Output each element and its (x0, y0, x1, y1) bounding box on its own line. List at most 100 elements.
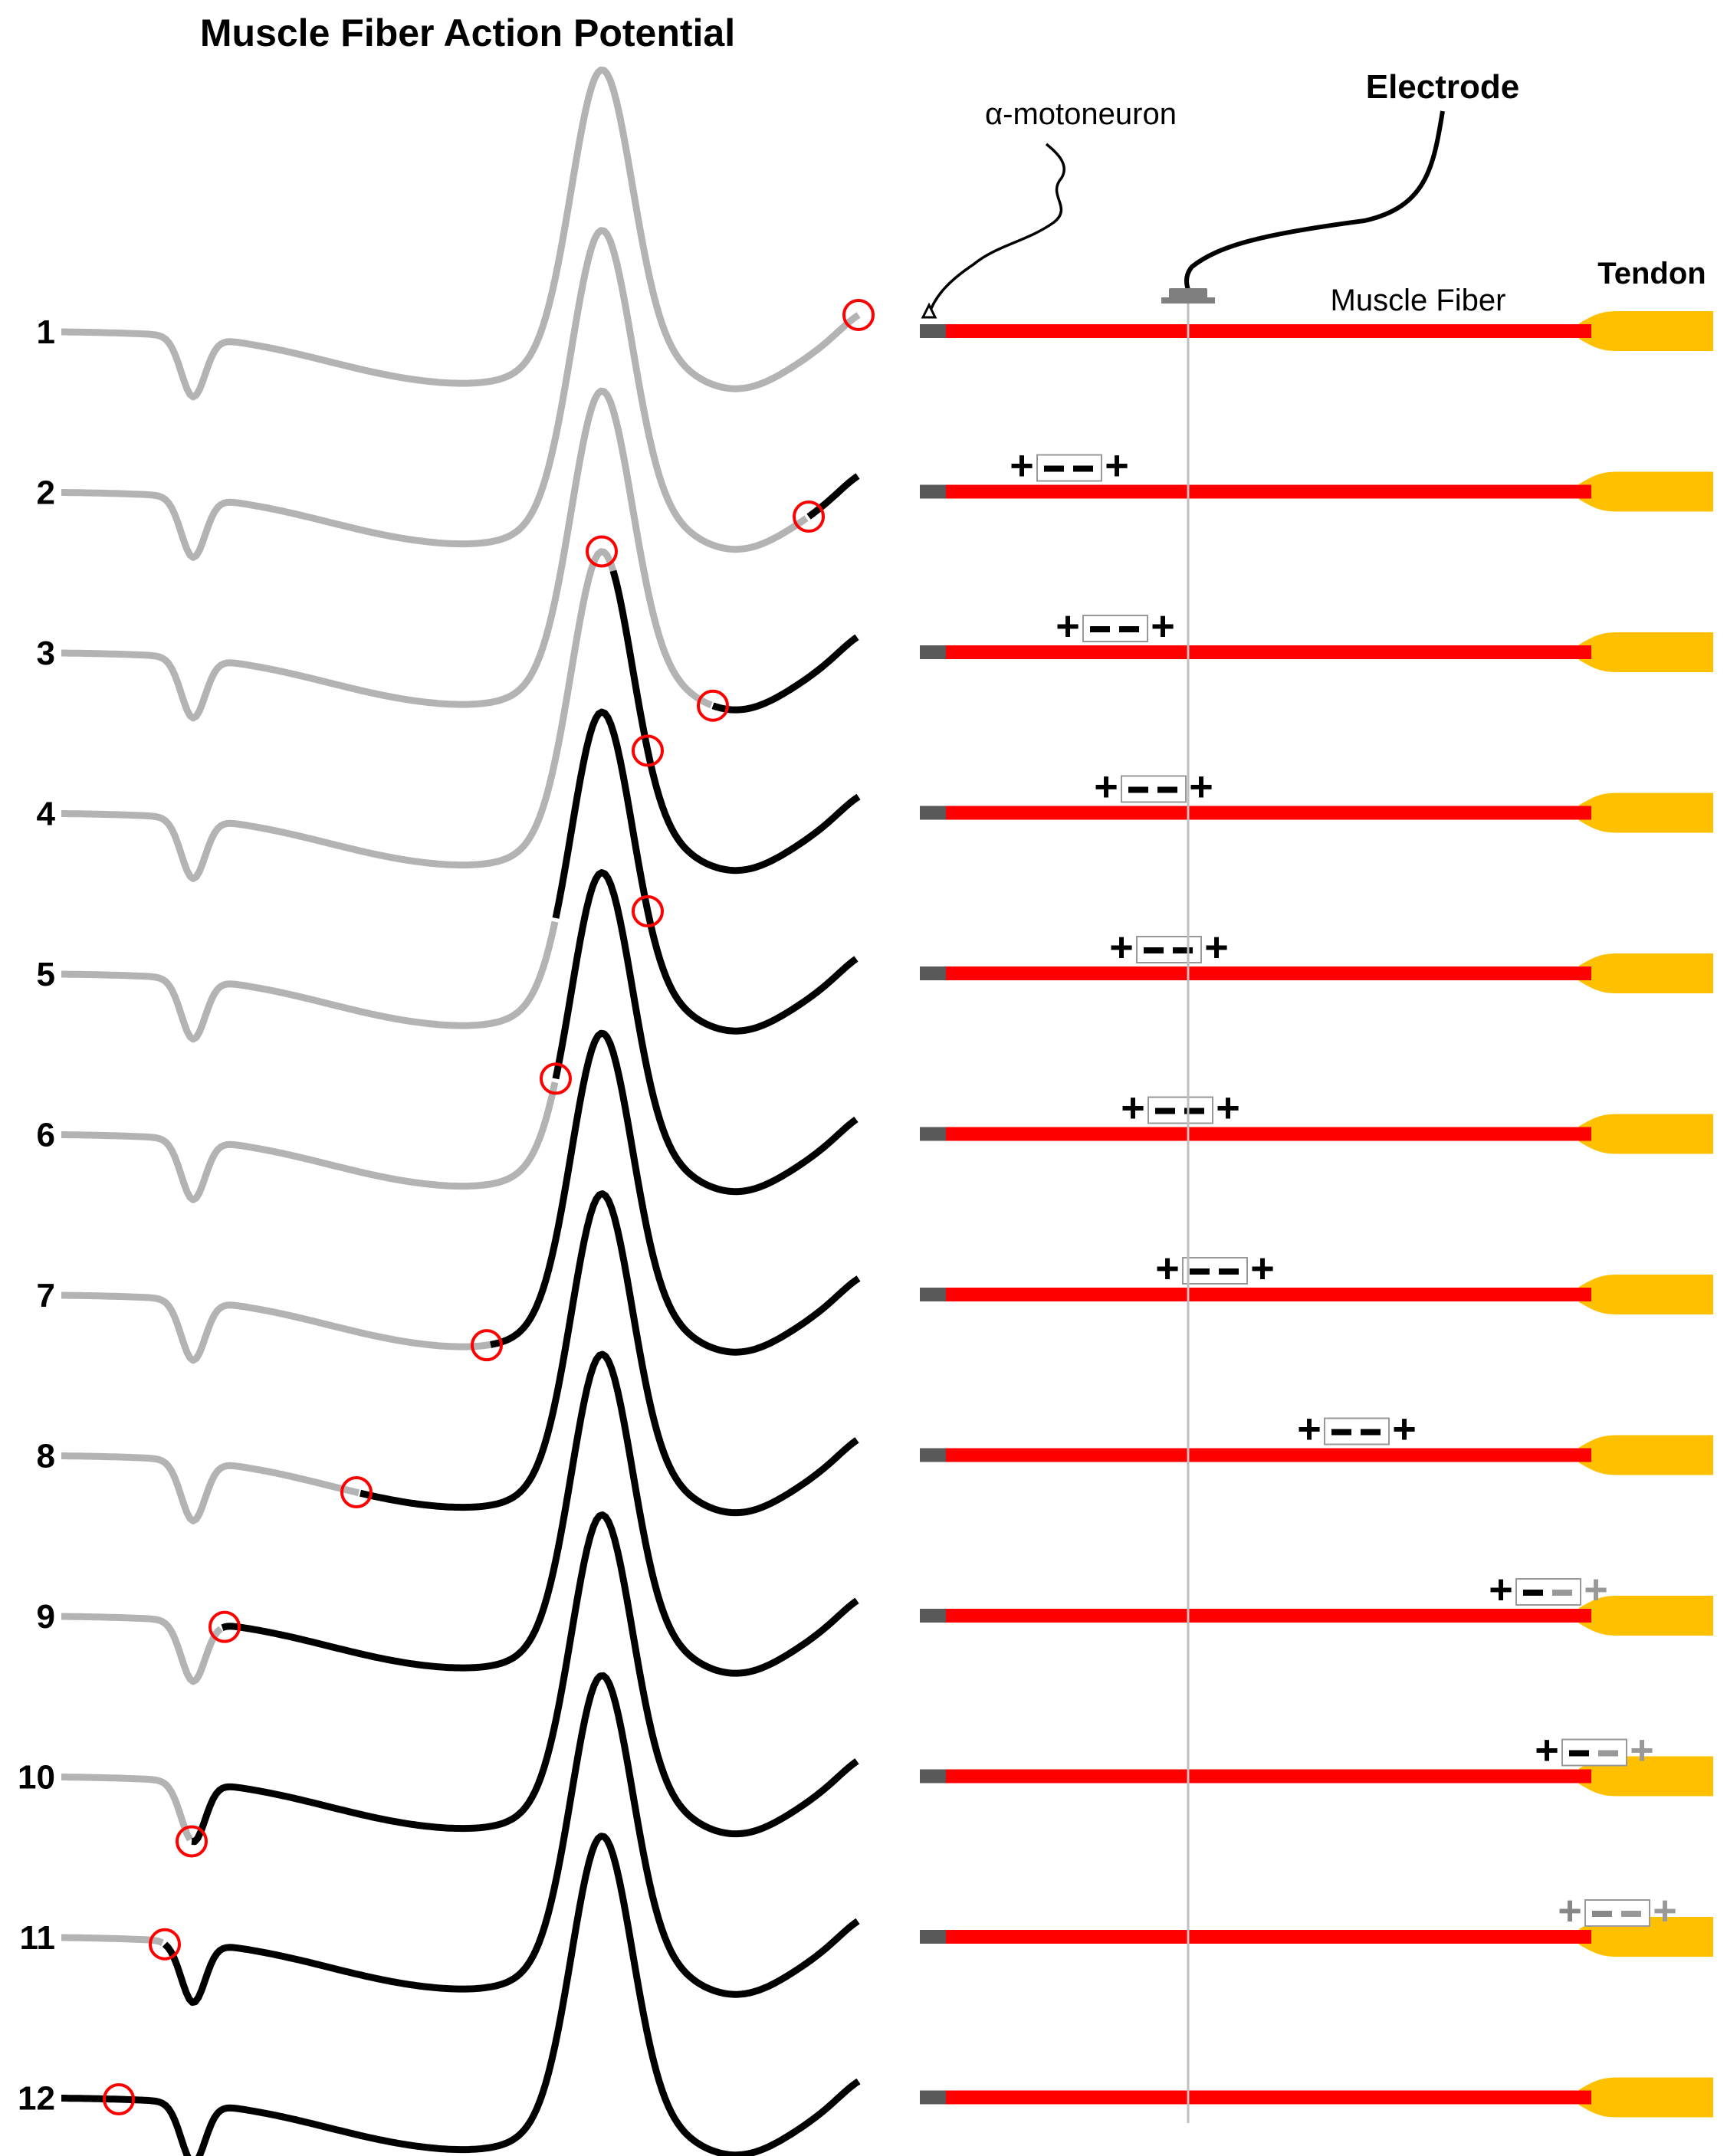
endplate (920, 1288, 946, 1301)
charge-plus: + (1489, 1567, 1513, 1613)
charge-plus: + (1216, 1085, 1240, 1131)
time-marker (697, 689, 729, 722)
endplate (920, 1127, 946, 1141)
endplate (920, 645, 946, 659)
tendon-shape (1579, 632, 1713, 672)
muscle-fiber (946, 1769, 1591, 1784)
muscle-fiber (946, 2090, 1591, 2105)
charge-minus (1569, 1750, 1589, 1757)
trace-recorded (552, 869, 859, 1196)
charge-plus: + (1297, 1406, 1322, 1452)
endplate (920, 806, 946, 820)
charge-plus: + (1010, 443, 1034, 489)
muscle-fiber (946, 1288, 1591, 1301)
charge-plus: + (1109, 924, 1134, 970)
charge-minus (1523, 1590, 1543, 1596)
charge-minus (1144, 947, 1164, 953)
endplate (920, 2090, 946, 2105)
charge-minus (1361, 1429, 1381, 1436)
tendon-shape (1579, 793, 1713, 833)
muscle-fiber (946, 1609, 1591, 1623)
row-label: 4 (37, 796, 56, 833)
endplate (920, 1769, 946, 1784)
charge-plus: + (1584, 1567, 1608, 1613)
row-label: 2 (37, 474, 55, 512)
electrode-base (1161, 297, 1215, 304)
time-marker (632, 894, 664, 927)
trace-unrecorded (61, 920, 559, 1043)
muscle-fiber (946, 1127, 1591, 1141)
trace-recorded (221, 1350, 859, 1677)
charge-plus: + (1630, 1728, 1654, 1774)
trace-unrecorded (61, 1613, 223, 1685)
charge-plus: + (1558, 1888, 1582, 1934)
endplate (920, 966, 946, 980)
trace-recorded (490, 1029, 861, 1356)
row-label: 11 (19, 1919, 55, 1957)
charge-plus: + (1535, 1728, 1559, 1774)
endplate (920, 1448, 946, 1462)
endplate (920, 324, 946, 338)
row-label: 6 (37, 1117, 55, 1154)
muscle-fiber (946, 1930, 1591, 1944)
muscle-fiber-label: Muscle Fiber (1331, 284, 1506, 317)
row-label: 10 (18, 1759, 55, 1797)
time-marker (340, 1476, 373, 1509)
time-marker (149, 1928, 181, 1961)
motoneuron-axon (928, 143, 1065, 315)
row-label: 12 (18, 2080, 55, 2118)
muscle-fiber (946, 645, 1591, 659)
tendon-shape (1579, 2077, 1713, 2118)
tendon-shape (1579, 1596, 1713, 1636)
tendon-shape (1579, 1114, 1713, 1154)
figure-title: Muscle Fiber Action Potential (200, 11, 735, 54)
charge-minus (1119, 626, 1139, 632)
trace-unrecorded (61, 227, 809, 561)
charge-minus (1128, 786, 1148, 793)
fiber-panel: ++++++++++++++++++++ (920, 311, 1713, 2118)
electrode-label: Electrode (1366, 68, 1520, 106)
trace-unrecorded (61, 387, 713, 722)
charge-minus (1155, 1108, 1175, 1114)
time-marker (632, 734, 664, 767)
trace-unrecorded (61, 1452, 360, 1524)
endplate (920, 1930, 946, 1944)
trace-unrecorded (61, 66, 861, 401)
time-marker (471, 1329, 503, 1362)
row-label: 3 (37, 635, 55, 672)
charge-plus: + (1250, 1245, 1275, 1291)
charge-plus: + (1155, 1245, 1180, 1291)
charge-minus (1331, 1429, 1351, 1436)
endplate (920, 484, 946, 499)
trace-unrecorded (61, 1774, 193, 1842)
time-marker (842, 298, 875, 331)
trace-recorded (609, 569, 861, 875)
trace-recorded (552, 708, 859, 1035)
trace-recorded (806, 473, 860, 520)
trace-recorded (360, 1190, 859, 1517)
tendon-shape (1579, 1435, 1713, 1475)
charge-plus: + (1189, 764, 1213, 810)
time-marker (208, 1610, 241, 1643)
charge-plus: + (1105, 443, 1129, 489)
muscle-fiber (946, 1448, 1591, 1462)
charge-plus: + (1121, 1085, 1145, 1131)
charge-minus (1090, 626, 1110, 632)
charge-plus: + (1392, 1406, 1417, 1452)
charge-minus (1173, 947, 1193, 953)
trace-unrecorded (61, 1934, 164, 1946)
charge-minus (1044, 465, 1064, 472)
trace-recorded (162, 1672, 860, 2007)
charge-minus (1219, 1268, 1239, 1275)
motoneuron-label: α-motoneuron (985, 97, 1177, 131)
charge-plus: + (1653, 1888, 1677, 1934)
time-marker (586, 535, 618, 568)
charge-minus (1190, 1268, 1210, 1275)
trace-unrecorded (61, 548, 617, 882)
trace-recorded (711, 634, 859, 714)
muscle-fiber (946, 484, 1591, 499)
endplate (920, 1609, 946, 1623)
muscle-fiber (946, 806, 1591, 820)
charge-minus (1073, 465, 1093, 472)
